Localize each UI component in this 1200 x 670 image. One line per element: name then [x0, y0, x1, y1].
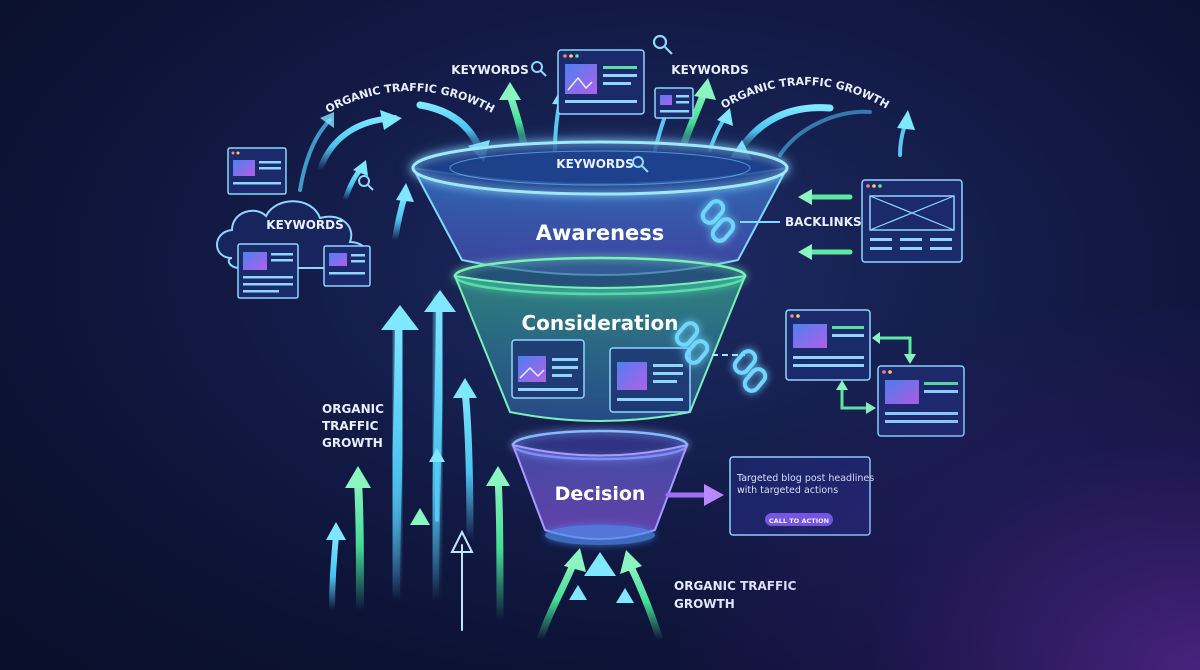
cta-headline-line1: Targeted blog post headlines — [736, 473, 874, 484]
label-organic-bottom-1: ORGANIC TRAFFIC — [674, 579, 797, 593]
label-organic-arc-left-path: ORGANIC TRAFFIC GROWTH — [323, 81, 496, 116]
funnel-stage-consideration: Consideration — [453, 256, 747, 422]
rising-arrows-left — [326, 160, 510, 631]
page-icon-consideration-1 — [511, 339, 585, 399]
cta-card: Targeted blog post headlines with target… — [729, 456, 874, 536]
cta-headline-line2: with targeted actions — [737, 485, 838, 496]
webpage-icon-right-2 — [877, 365, 965, 437]
funnel-stage-awareness: Awareness — [411, 140, 789, 276]
label-keywords-top-right: KEYWORDS — [671, 63, 748, 77]
webpage-icon-right-1 — [785, 309, 871, 381]
link-icon-consideration — [674, 321, 710, 365]
webpage-icon-left-top — [227, 147, 287, 195]
rising-arrows-bottom — [536, 548, 664, 666]
search-icon-rim — [632, 156, 649, 173]
webpage-icon-left-bottom-1 — [237, 243, 299, 299]
decision-arrow — [665, 484, 724, 506]
page-icon-consideration-2 — [609, 347, 691, 413]
label-keywords-cloud: KEYWORDS — [266, 218, 343, 232]
stage-label-awareness: Awareness — [536, 221, 665, 245]
search-icon-top-left — [531, 61, 547, 77]
stage-label-decision: Decision — [555, 483, 646, 505]
webpage-icon-left-bottom-2 — [323, 245, 371, 287]
label-organic-arc-left: ORGANIC TRAFFIC GROWTH — [323, 81, 496, 116]
label-keywords-rim: KEYWORDS — [556, 157, 633, 171]
stage-label-consideration: Consideration — [521, 311, 678, 335]
funnel-stage-decision: Decision — [511, 429, 689, 545]
search-icon-top-center — [652, 34, 673, 55]
label-organic-left-3: GROWTH — [322, 436, 383, 450]
webpage-icon-top — [557, 49, 645, 115]
label-organic-left-2: TRAFFIC — [322, 419, 379, 433]
webpage-icon-backlinks — [861, 179, 963, 263]
backlinks-arrows — [798, 189, 853, 260]
funnel: Awareness Consideration — [410, 138, 790, 545]
label-keywords-top-left: KEYWORDS — [451, 63, 528, 77]
label-backlinks: BACKLINKS — [785, 215, 862, 229]
webpage-icon-top-small — [654, 87, 694, 119]
call-to-action-label: CALL TO ACTION — [769, 517, 829, 525]
page-link-arrows — [836, 332, 916, 414]
search-icon-left — [358, 175, 374, 191]
call-to-action-button[interactable] — [765, 513, 833, 526]
label-organic-bottom-2: GROWTH — [674, 597, 735, 611]
label-organic-left-1: ORGANIC — [322, 402, 384, 416]
link-icon-right — [732, 349, 768, 393]
link-icon-awareness — [700, 199, 736, 243]
